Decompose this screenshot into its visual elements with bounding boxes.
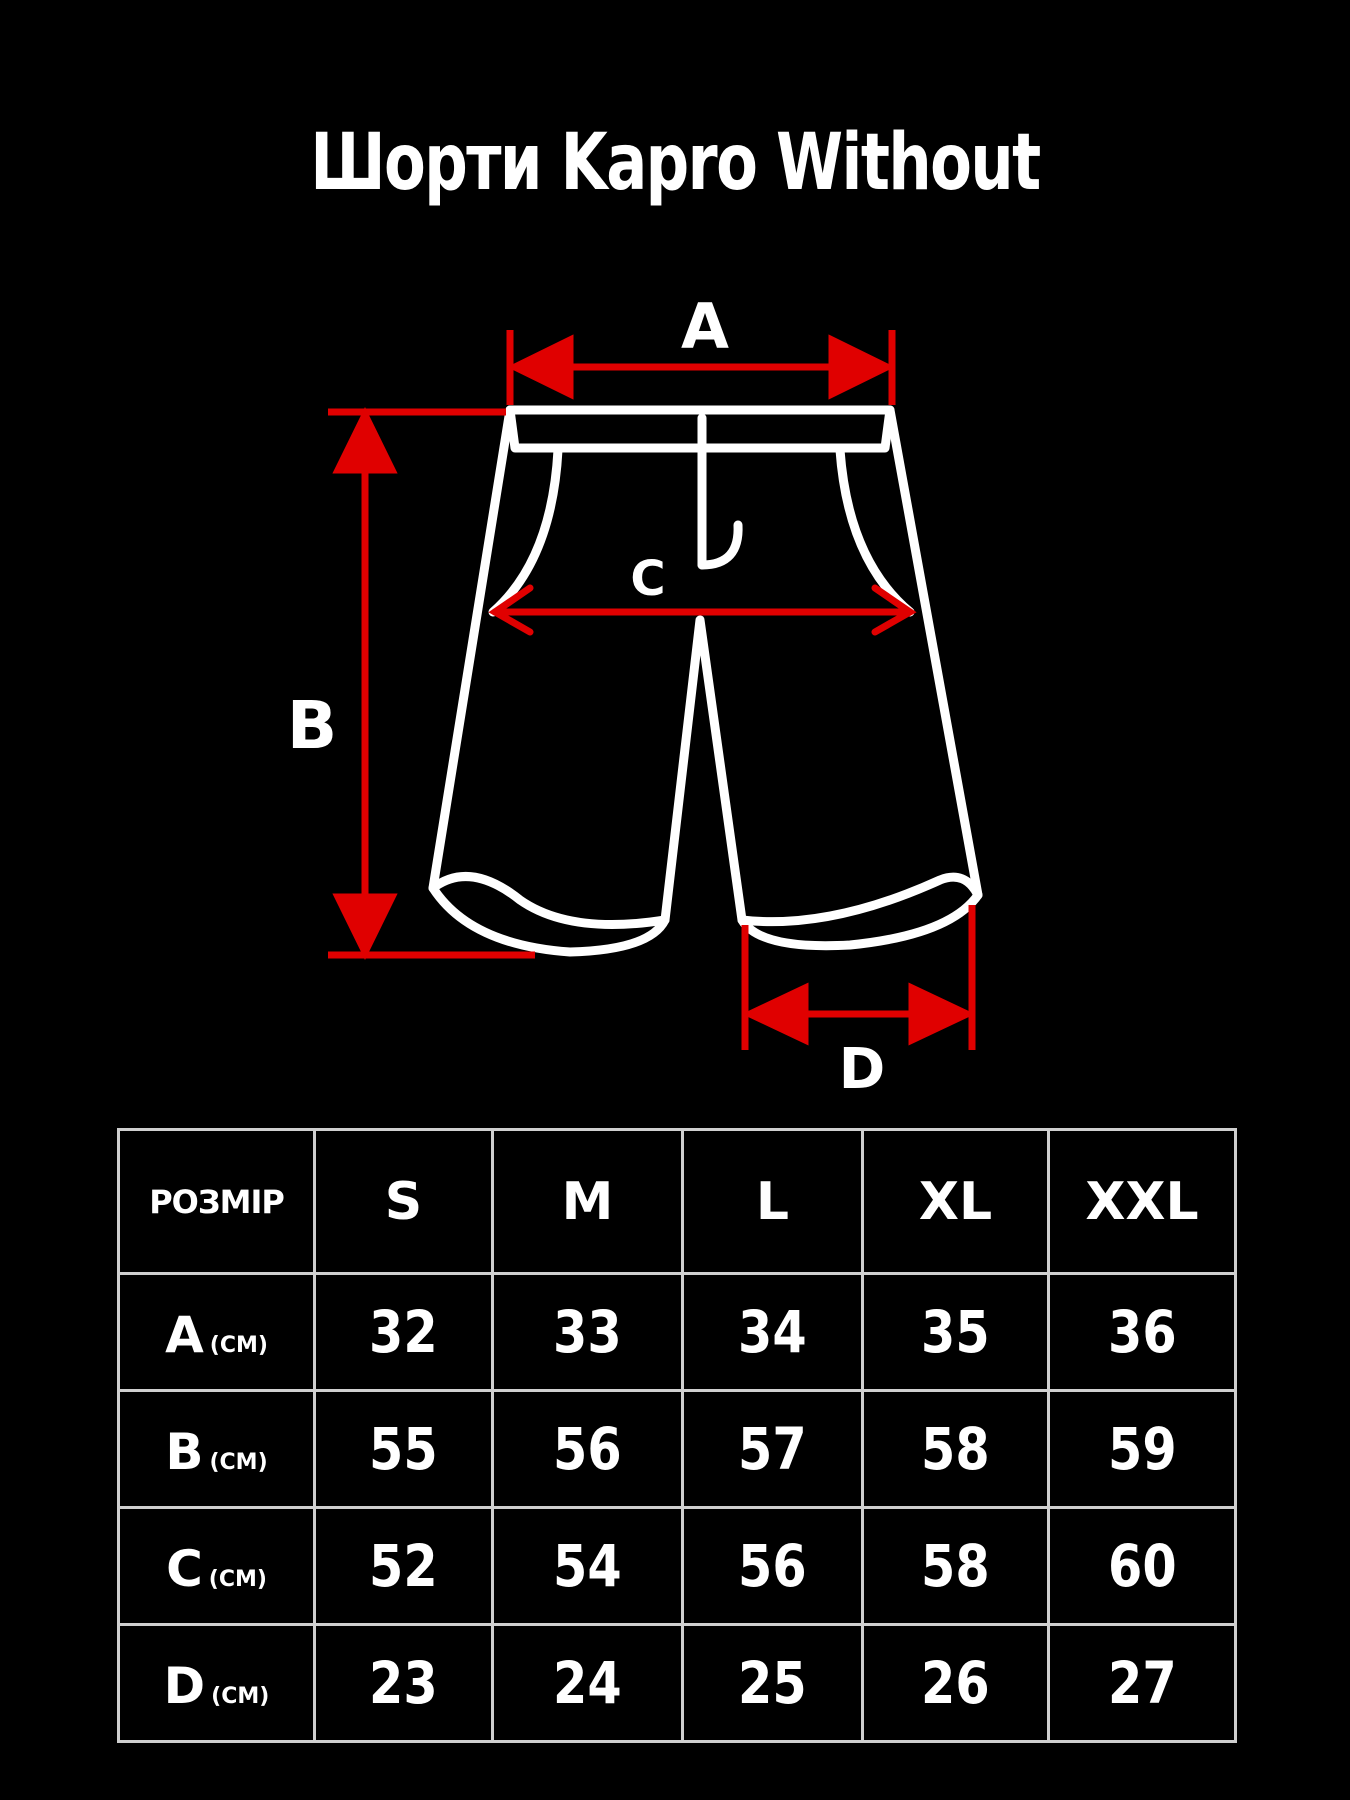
- row-unit: (CM): [209, 1333, 268, 1358]
- table-cell: 24: [491, 1623, 684, 1743]
- row-letter: C: [166, 1540, 203, 1598]
- size-chart-table: РОЗМІР S M L XL XXL A(CM) 32 33 34 35 36…: [117, 1128, 1237, 1743]
- table-row: A(CM) 32 33 34 35 36: [117, 1272, 1237, 1392]
- cell-value: 26: [921, 1649, 990, 1717]
- label-c: C: [630, 551, 665, 607]
- cell-value: 24: [553, 1649, 622, 1717]
- cell-value: 57: [738, 1415, 807, 1483]
- row-unit: (CM): [209, 1450, 268, 1475]
- table-cell: 60: [1047, 1506, 1237, 1626]
- row-letter: A: [165, 1306, 204, 1364]
- table-cell: 25: [681, 1623, 864, 1743]
- table-cell: 26: [861, 1623, 1050, 1743]
- cell-value: 36: [1107, 1298, 1177, 1366]
- table-cell: 58: [861, 1389, 1050, 1509]
- table-cell: 54: [491, 1506, 684, 1626]
- row-letter: B: [165, 1423, 204, 1481]
- row-label: C(CM): [117, 1506, 316, 1626]
- cell-value: 33: [553, 1298, 622, 1366]
- cell-value: 27: [1107, 1649, 1177, 1717]
- cell-value: 23: [369, 1649, 438, 1717]
- size-header-label: РОЗМІР: [117, 1128, 316, 1275]
- label-a: A: [681, 290, 729, 363]
- measure-c: [488, 584, 917, 636]
- measure-a: [506, 330, 896, 405]
- table-row: C(CM) 52 54 56 58 60: [117, 1506, 1237, 1626]
- table-cell: 57: [681, 1389, 864, 1509]
- row-unit: (CM): [211, 1684, 270, 1709]
- cell-value: 56: [738, 1532, 807, 1600]
- table-cell: 33: [491, 1272, 684, 1392]
- size-col-header: L: [681, 1128, 864, 1275]
- table-cell: 32: [313, 1272, 494, 1392]
- table-cell: 23: [313, 1623, 494, 1743]
- shorts-outline: [428, 405, 983, 957]
- table-cell: 55: [313, 1389, 494, 1509]
- table-cell: 27: [1047, 1623, 1237, 1743]
- cell-value: 58: [921, 1532, 990, 1600]
- size-col-header: M: [491, 1128, 684, 1275]
- cell-value: 59: [1107, 1415, 1177, 1483]
- cell-value: 52: [369, 1532, 438, 1600]
- table-cell: 36: [1047, 1272, 1237, 1392]
- size-col-header: XL: [861, 1128, 1050, 1275]
- row-letter: D: [163, 1657, 206, 1715]
- cell-value: 35: [921, 1298, 990, 1366]
- table-cell: 34: [681, 1272, 864, 1392]
- cell-value: 56: [553, 1415, 622, 1483]
- table-cell: 58: [861, 1506, 1050, 1626]
- cell-value: 32: [369, 1298, 438, 1366]
- label-d: D: [839, 1037, 885, 1102]
- page-title: Шорти Kapro Without: [310, 118, 1041, 208]
- row-label: A(CM): [117, 1272, 316, 1392]
- cell-value: 55: [369, 1415, 438, 1483]
- table-cell: 56: [491, 1389, 684, 1509]
- cell-value: 60: [1107, 1532, 1177, 1600]
- shorts-measurement-diagram: A B C D: [287, 290, 983, 1102]
- table-cell: 56: [681, 1506, 864, 1626]
- size-col-header: S: [313, 1128, 494, 1275]
- row-label: B(CM): [117, 1389, 316, 1509]
- table-row: B(CM) 55 56 57 58 59: [117, 1389, 1237, 1509]
- cell-value: 58: [921, 1415, 990, 1483]
- measure-b: [328, 407, 535, 960]
- table-cell: 35: [861, 1272, 1050, 1392]
- label-b: B: [287, 687, 337, 764]
- row-label: D(CM): [117, 1623, 316, 1743]
- size-col-header: XXL: [1047, 1128, 1237, 1275]
- row-unit: (CM): [208, 1567, 267, 1592]
- table-header-row: РОЗМІР S M L XL XXL: [117, 1128, 1237, 1275]
- table-cell: 52: [313, 1506, 494, 1626]
- cell-value: 54: [553, 1532, 622, 1600]
- cell-value: 34: [738, 1298, 807, 1366]
- table-row: D(CM) 23 24 25 26 27: [117, 1623, 1237, 1743]
- cell-value: 25: [738, 1649, 807, 1717]
- measure-d: [741, 905, 976, 1050]
- table-cell: 59: [1047, 1389, 1237, 1509]
